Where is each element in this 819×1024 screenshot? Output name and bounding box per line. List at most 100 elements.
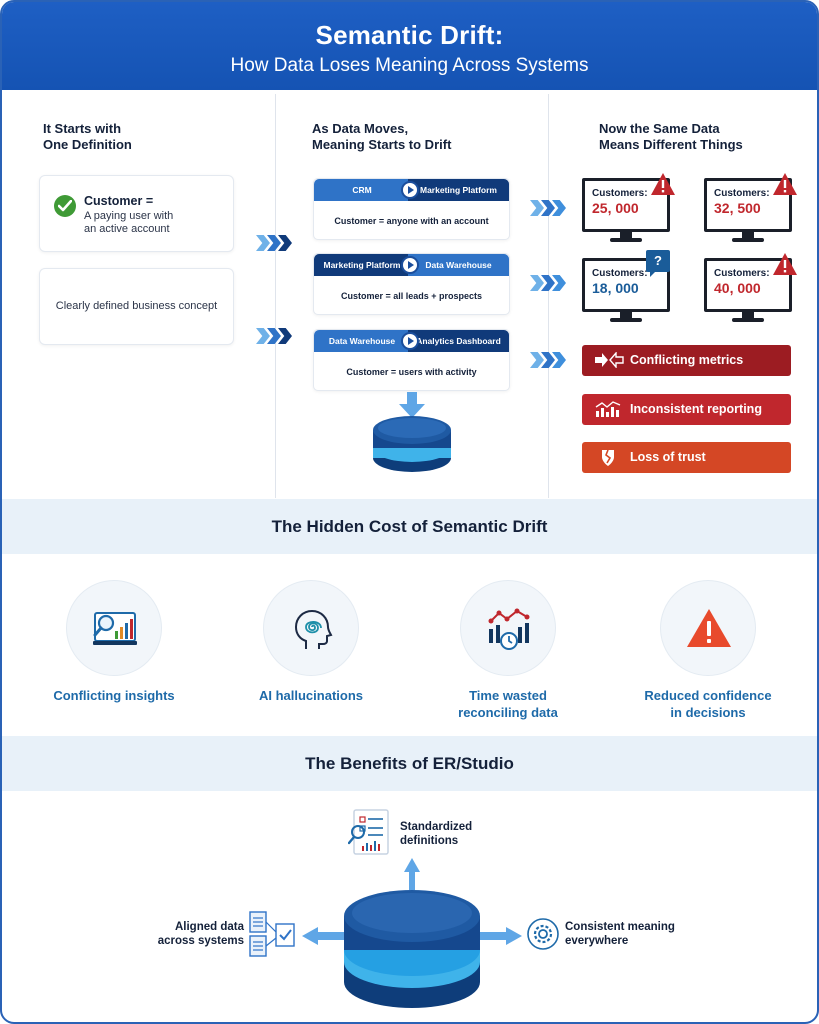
monitor-screen — [704, 178, 792, 232]
monitor-customers-1: Customers: 25, 000 — [582, 173, 675, 244]
benefits-title: The Benefits of ER/Studio — [305, 754, 514, 773]
customer-definition-line: A paying user with — [84, 210, 174, 222]
flow-description: Customer = anyone with an account — [334, 216, 489, 226]
col3-title: Now the Same Data Means Different Things — [599, 121, 743, 153]
monitor-customers-4: Customers: 40, 000 — [704, 253, 797, 324]
flow-source: Marketing Platform — [314, 254, 410, 276]
cost-label-reduced-confidence: Reduced confidence in decisions — [618, 687, 798, 721]
chevron-arrows-icon — [530, 352, 570, 368]
monitor-screen — [582, 178, 670, 232]
issue-label: Inconsistent reporting — [630, 402, 762, 416]
definition-card: Customer = A paying user with an active … — [39, 175, 234, 252]
header-banner: Semantic Drift: How Data Loses Meaning A… — [2, 2, 817, 90]
monitor-stand — [742, 312, 754, 319]
flow-source: CRM — [314, 179, 410, 201]
flow-target: Marketing Platform — [408, 179, 509, 201]
monitor-base — [732, 318, 764, 322]
flow-card-crm-marketing: CRM Marketing Platform Customer = anyone… — [313, 178, 510, 240]
cost-label-line: Conflicting insights — [53, 688, 175, 703]
col1-title-line: One Definition — [43, 137, 132, 152]
cost-label-line: reconciling data — [458, 705, 558, 720]
monitor-screen — [704, 258, 792, 312]
flow-target: Analytics Dashboard — [408, 330, 509, 352]
monitor-base — [732, 238, 764, 242]
monitor-label: Customers: — [592, 268, 648, 279]
monitor-stand — [620, 232, 632, 239]
chevron-arrows-icon — [530, 200, 570, 216]
chart-icon — [595, 401, 621, 417]
col2-title-line: Meaning Starts to Drift — [312, 137, 452, 152]
warning-icon — [651, 173, 675, 195]
monitor-value: 18, 000 — [592, 280, 639, 296]
play-arrow-icon — [401, 256, 419, 274]
cost-icon-circle — [660, 580, 756, 676]
col1-title-line: It Starts with — [43, 121, 122, 136]
bar-chart-clock-icon — [488, 608, 530, 650]
question-icon: ? — [646, 250, 670, 277]
magnifier-chart-icon — [93, 612, 137, 645]
column-divider — [548, 94, 549, 498]
flow-description: Customer = users with activity — [346, 367, 477, 377]
concept-card: Clearly defined business concept — [39, 268, 234, 345]
monitor-value: 25, 000 — [592, 200, 639, 216]
benefit-label-line: Aligned data — [174, 921, 244, 933]
issue-label: Loss of trust — [630, 450, 706, 464]
play-arrow-icon — [401, 181, 419, 199]
play-arrow-icon — [401, 332, 419, 350]
checkmark-icon — [54, 195, 76, 217]
col3-title-line: Now the Same Data — [599, 121, 720, 136]
checklist-document-icon — [348, 809, 389, 855]
col1-title: It Starts with One Definition — [43, 121, 132, 153]
aligned-documents-icon — [249, 911, 295, 957]
flow-card-warehouse-analytics: Data Warehouse Analytics Dashboard Custo… — [313, 329, 510, 391]
monitor-label: Customers: — [714, 188, 770, 199]
cost-label-line: Reduced confidence — [644, 688, 772, 703]
flow-target: Data Warehouse — [408, 254, 509, 276]
benefit-consistent-meaning: Consistent meaning everywhere — [565, 920, 675, 948]
cost-label-conflicting-insights: Conflicting insights — [24, 687, 204, 704]
page-subtitle: How Data Loses Meaning Across Systems — [230, 55, 589, 76]
monitor-value: 40, 000 — [714, 280, 761, 296]
cost-icon-circle — [263, 580, 359, 676]
cost-label-ai-hallucinations: AI hallucinations — [221, 687, 401, 704]
col2-title-line: As Data Moves, — [312, 121, 409, 136]
warning-icon — [773, 253, 797, 275]
monitor-base — [610, 238, 642, 242]
monitor-label: Customers: — [714, 268, 770, 279]
monitor-label: Customers: — [592, 188, 648, 199]
broken-shield-icon — [602, 449, 614, 466]
benefit-aligned-data: Aligned data across systems — [152, 920, 244, 948]
benefit-label-line: Standardized — [400, 821, 473, 833]
issue-label: Conflicting metrics — [630, 353, 744, 367]
monitor-base — [610, 318, 642, 322]
hidden-cost-band: The Hidden Cost of Semantic Drift — [2, 499, 817, 554]
head-spiral-icon — [294, 609, 333, 649]
benefit-label-line: across systems — [157, 935, 244, 947]
monitor-value: 32, 500 — [714, 200, 761, 216]
cost-label-line: AI hallucinations — [258, 688, 363, 703]
customer-definition-line: an active account — [84, 223, 170, 235]
customer-label: Customer = — [84, 194, 154, 208]
flow-source: Data Warehouse — [314, 330, 410, 352]
warning-icon — [687, 609, 731, 647]
issue-inconsistent-reporting: Inconsistent reporting — [582, 394, 791, 425]
chevron-arrows-icon — [530, 275, 570, 291]
benefit-label-line: everywhere — [565, 935, 629, 947]
monitor-customers-2: Customers: 32, 500 — [704, 173, 797, 244]
hidden-cost-title: The Hidden Cost of Semantic Drift — [271, 517, 548, 536]
benefit-standardized-definitions: Standardized definitions — [400, 820, 472, 848]
issue-conflicting-metrics: Conflicting metrics — [582, 345, 791, 376]
gear-icon — [527, 918, 559, 950]
arrows-conflict-icon — [595, 352, 624, 368]
column-divider — [275, 94, 276, 498]
cost-label-time-wasted: Time wasted reconciling data — [418, 687, 598, 721]
chevron-arrows-icon — [256, 328, 296, 344]
flow-description: Customer = all leads + prospects — [340, 291, 483, 301]
col3-title-line: Means Different Things — [599, 137, 743, 152]
benefit-label-line: definitions — [400, 835, 459, 847]
monitor-stand — [742, 232, 754, 239]
col2-title: As Data Moves, Meaning Starts to Drift — [312, 121, 451, 153]
chevron-arrows-icon — [256, 235, 296, 251]
concept-text: Clearly defined business concept — [55, 300, 218, 312]
